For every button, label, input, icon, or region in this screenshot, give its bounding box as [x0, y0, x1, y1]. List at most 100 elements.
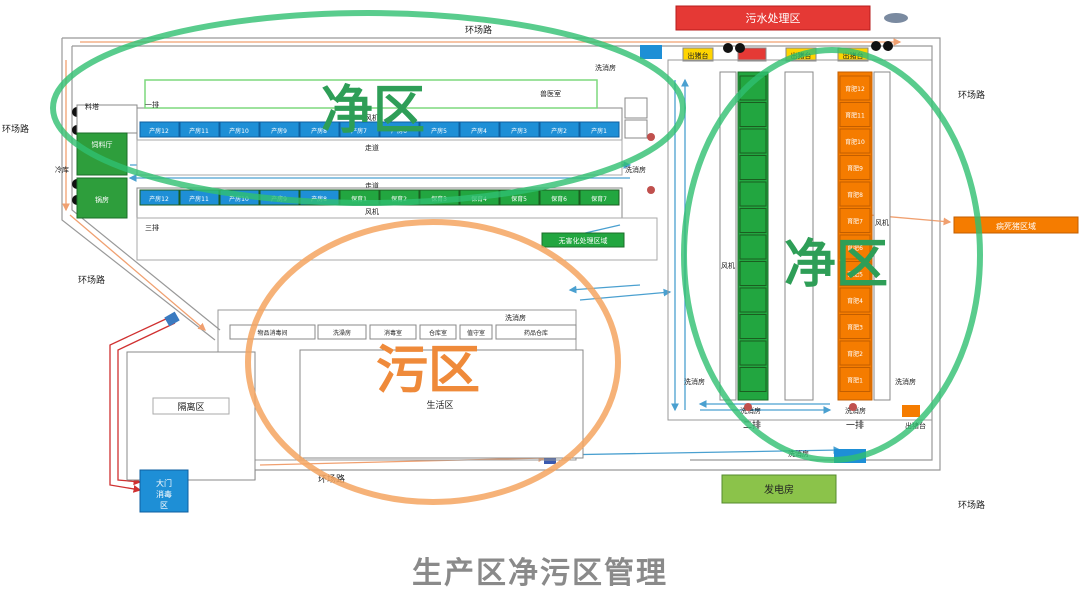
- pen-cell: [839, 208, 871, 233]
- pen-label: 育肥5: [847, 271, 863, 279]
- pen-label: 产房12: [149, 127, 169, 135]
- pen-cell: [539, 121, 580, 138]
- wash-label: 洗消房: [740, 406, 761, 415]
- small-room: [624, 97, 648, 119]
- sewage-label: 污水处理区: [746, 12, 801, 25]
- living-area: [299, 349, 584, 459]
- right-corridor: [873, 71, 891, 401]
- pen-label: 保育5: [511, 195, 527, 203]
- pen-label: 保育1: [351, 195, 367, 203]
- sewage-area: [675, 5, 871, 31]
- pen-label: 育肥2: [847, 350, 863, 358]
- pen-cell: [739, 155, 767, 180]
- pen-cell: [839, 181, 871, 207]
- farm-map: 污水处理区 出猪台 出猪台 出猪台 料塔 饲料厅 锅房 冷库 一排 风机 产房1…: [2, 5, 1079, 513]
- pen-label: 育肥3: [847, 324, 863, 332]
- pen-column-green: [739, 75, 767, 392]
- wash-label: 洗消房: [625, 165, 646, 174]
- dirty-room-label: 值守室: [467, 329, 485, 337]
- harmless-label: 无害化处理区域: [559, 236, 608, 245]
- valve-icon: [849, 403, 857, 411]
- valve-icon: [647, 133, 655, 141]
- nutrition-box: [76, 104, 138, 134]
- wash-label: 洗消房: [845, 406, 866, 415]
- dirty-room-label: 物品消毒间: [257, 329, 287, 337]
- row-one-label: 一排: [846, 419, 864, 431]
- pen-cell: [539, 189, 580, 206]
- row-three-label: 三排: [145, 223, 159, 232]
- loading-box: [902, 405, 920, 417]
- pen-cell: [139, 189, 180, 206]
- generator-label: 发电房: [764, 483, 794, 496]
- pen-label: 产房9: [271, 127, 287, 135]
- pen-cell: [579, 189, 620, 206]
- pen-label: 产房11: [189, 195, 209, 203]
- gate-box: [640, 45, 662, 59]
- corridor-label: 走道: [365, 143, 379, 152]
- quarantine-label: 隔离区: [177, 401, 204, 413]
- pen-cell: [499, 121, 540, 138]
- dirty-room: [459, 324, 493, 340]
- living-label: 生活区: [426, 399, 453, 411]
- pen-label: 产房11: [189, 127, 209, 135]
- manhole-icon: [884, 13, 908, 23]
- quarantine-area: [126, 351, 256, 481]
- cold-storage-label: 冷库: [55, 165, 69, 174]
- nutrition-label: 料塔: [85, 102, 99, 111]
- pen-label: 保育6: [551, 195, 567, 203]
- pen-cell: [179, 121, 220, 138]
- clean-zone-title: 净区: [321, 81, 425, 141]
- pen-cell: [419, 121, 460, 138]
- pen-label: 产房4: [471, 127, 487, 135]
- gate-area: [139, 469, 189, 513]
- top-outline: [144, 79, 598, 109]
- pen-label: 产房5: [431, 127, 447, 135]
- pen-cell: [839, 367, 871, 392]
- pen-label: 育肥9: [847, 165, 863, 173]
- dirty-zone: [245, 219, 621, 505]
- dirty-room: [495, 324, 577, 340]
- pen-cell: [739, 128, 767, 154]
- dirty-room: [369, 324, 417, 340]
- pen-cell: [739, 208, 767, 233]
- pen-label: 产房8: [311, 127, 327, 135]
- loading-label: 出猪台: [688, 51, 709, 60]
- gate-label: 大门消毒区: [156, 478, 172, 510]
- row-three-outline: [136, 217, 658, 261]
- gate-box: [164, 311, 180, 327]
- pen-cell: [579, 121, 620, 138]
- corridor-band: [136, 139, 623, 176]
- dead-pig-area: [953, 216, 1079, 234]
- road-label: 环场路: [2, 123, 29, 135]
- pen-cell: [739, 367, 767, 392]
- pen-cell: [839, 234, 871, 260]
- blower-label: 风机: [365, 113, 379, 122]
- pen-cell: [379, 121, 420, 138]
- wash-label: 洗消房: [505, 313, 526, 322]
- pen-label: 育肥7: [847, 218, 863, 226]
- quarantine-sign: [152, 397, 230, 415]
- pen-cell: [739, 287, 767, 313]
- pen-label: 保育2: [391, 195, 407, 203]
- valve-icon: [647, 186, 655, 194]
- wash-label: 洗消房: [895, 377, 916, 386]
- road-label: 环场路: [465, 24, 492, 36]
- dirty-room-label: 洗澡房: [333, 329, 351, 337]
- pen-cell: [739, 261, 767, 286]
- loading-box: [737, 47, 767, 62]
- pen-cell: [839, 128, 871, 154]
- pen-cell: [299, 121, 340, 138]
- pen-cell: [839, 261, 871, 286]
- pen-label: 育肥6: [847, 244, 863, 252]
- dirty-room: [419, 324, 457, 340]
- pen-cell: [739, 234, 767, 260]
- pen-label: 产房2: [551, 127, 567, 135]
- pen-cell: [839, 287, 871, 313]
- boiler-label: 锅房: [95, 195, 109, 204]
- wash-label: 洗消房: [684, 377, 705, 386]
- pen-label: 产房7: [351, 127, 367, 135]
- pen-cell: [839, 155, 871, 180]
- dirty-room-row: 物品消毒间洗澡房消毒室仓库室值守室药品仓库: [229, 324, 577, 340]
